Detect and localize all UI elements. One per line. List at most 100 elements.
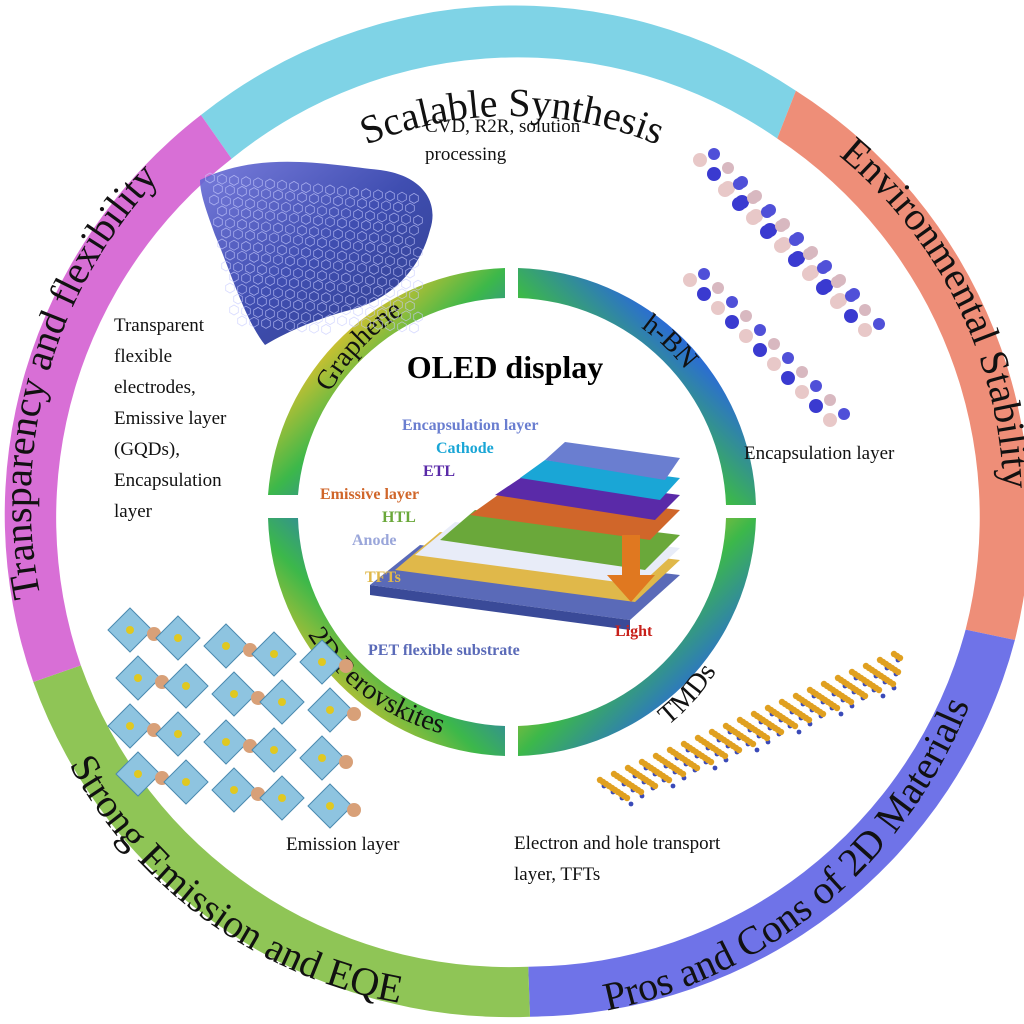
light-label: Light (615, 623, 653, 640)
graphene-hex (393, 299, 403, 311)
tmd-atom (889, 680, 897, 688)
hbn-atom (725, 315, 739, 329)
graphene-hex (317, 237, 327, 249)
graphene-hex (409, 322, 419, 334)
graphene-hex (321, 259, 331, 271)
svg-text:Pros and Cons of 2D Materials: Pros and Cons of 2D Materials (599, 691, 978, 1020)
desc-hbn: Encapsulation layer (744, 443, 895, 464)
perovskite-atom (174, 730, 182, 738)
graphene-hex (241, 305, 251, 317)
graphene-hex (365, 274, 375, 286)
perovskite-illustration (107, 607, 361, 829)
graphene-hex (413, 246, 423, 258)
hbn-atom (844, 309, 858, 323)
tmd-atom (777, 728, 785, 736)
graphene-hex (341, 207, 351, 219)
graphene-hex (357, 230, 367, 242)
graphene-hex (401, 213, 411, 225)
tmd-atom (838, 711, 844, 717)
graphene-hex (325, 314, 335, 326)
graphene-hex (297, 224, 307, 236)
tmd-atom (791, 722, 799, 730)
graphene-hex (277, 276, 287, 288)
graphene-hex (393, 234, 403, 246)
graphene-hex (297, 321, 307, 333)
graphene-hex (377, 243, 387, 255)
graphene-hex (209, 194, 219, 206)
desc-graphene: Transparent flexible electrodes, Emissiv… (114, 315, 231, 522)
graphene-hex (313, 215, 323, 227)
graphene-hex (257, 295, 267, 307)
tmd-atom (847, 698, 855, 706)
graphene-hex (213, 216, 223, 228)
graphene-hex (253, 306, 263, 318)
graphene-hex (329, 206, 339, 218)
perovskite-cation (347, 803, 361, 817)
graphene-hex (341, 272, 351, 284)
graphene-hex (345, 261, 355, 273)
graphene-hex (225, 249, 235, 261)
graphene-hex (321, 227, 331, 239)
perovskite-cation (339, 659, 353, 673)
graphene-hex (305, 204, 315, 216)
inner-ring-segment-hbn (518, 268, 756, 505)
graphene-hex (349, 186, 359, 198)
graphene-hex (413, 311, 423, 323)
hbn-illustration (683, 148, 885, 427)
graphene-hex (337, 185, 347, 197)
layer-slab-substrate-side (370, 585, 630, 630)
graphene-hex (401, 245, 411, 257)
graphene-hex (233, 293, 243, 305)
graphene-hex (397, 191, 407, 203)
hbn-atom (788, 253, 802, 267)
hbn-atom (809, 399, 823, 413)
graphene-hex (245, 229, 255, 241)
graphene-hex (397, 321, 407, 333)
graphene-hex (237, 283, 247, 295)
graphene-hex (397, 288, 407, 300)
graphene-hex (245, 294, 255, 306)
hbn-atom (739, 329, 753, 343)
tmd-atom (896, 654, 904, 662)
desc-synthesis: CVD, R2R, solution processing (425, 116, 585, 165)
graphene-hex (237, 250, 247, 262)
graphene-hex (293, 267, 303, 279)
graphene-hex (373, 189, 383, 201)
perovskite-atom (230, 690, 238, 698)
layer-label-emissive: Emissive layer (320, 486, 419, 503)
graphene-hex (281, 266, 291, 278)
graphene-hex (249, 284, 259, 296)
hbn-atom (708, 148, 720, 160)
hbn-atom (775, 220, 787, 232)
hbn-atom (810, 380, 822, 392)
graphene-hex (301, 278, 311, 290)
ring-label-pros-and-cons: Pros and Cons of 2D Materials (599, 691, 978, 1020)
graphene-hex (289, 212, 299, 224)
graphene-hex (309, 193, 319, 205)
graphene-hex (245, 198, 255, 210)
graphene-hex (401, 310, 411, 322)
graphene-hex (285, 320, 295, 332)
graphene-hex (405, 235, 415, 247)
graphene-hex (373, 318, 383, 330)
hbn-atom (774, 239, 788, 253)
hbn-atom (761, 206, 773, 218)
graphene-hex (393, 201, 403, 213)
graphene-hex (301, 182, 311, 194)
tmd-atom (637, 788, 645, 796)
graphene-hex (249, 220, 259, 232)
tmd-atom (693, 764, 701, 772)
graphene-hex (293, 202, 303, 214)
hbn-atom (754, 324, 766, 336)
graphene-hex (373, 221, 383, 233)
graphene-hex (265, 275, 275, 287)
tmd-atom (749, 740, 757, 748)
graphene-hex (269, 232, 279, 244)
graphene-hex (409, 289, 419, 301)
outer-ring (4, 5, 1024, 1018)
hbn-atom (753, 343, 767, 357)
graphene-hex (305, 300, 315, 312)
tmd-atom (796, 729, 802, 735)
graphene-hex (377, 307, 387, 319)
